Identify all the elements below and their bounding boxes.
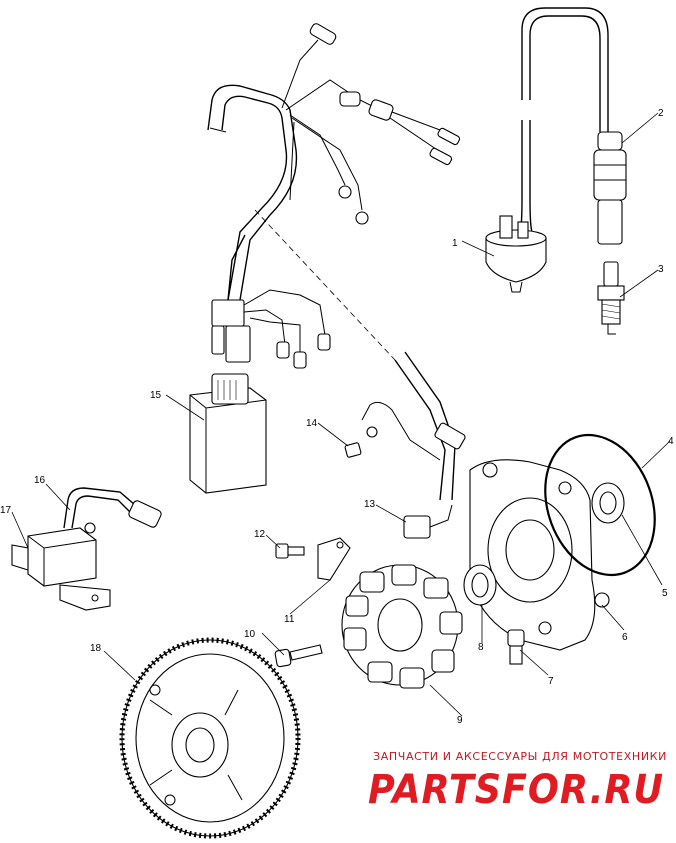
voltage-regulator <box>11 487 162 611</box>
ignition-coil <box>485 215 547 293</box>
stator <box>341 564 463 689</box>
stator-housing <box>469 459 610 651</box>
callout-2: 2 <box>658 108 664 119</box>
callout-4: 4 <box>668 436 674 447</box>
wire-clamp <box>317 537 351 581</box>
watermark-tagline: ЗАПЧАСТИ И АКСЕССУАРЫ ДЛЯ МОТОТЕХНИКИ <box>373 751 667 763</box>
callout-17: 17 <box>0 505 12 516</box>
callout-18: 18 <box>90 643 102 654</box>
flywheel <box>119 637 301 839</box>
callout-1: 1 <box>452 238 458 249</box>
callout-16: 16 <box>34 475 46 486</box>
callout-8: 8 <box>478 642 484 653</box>
callout-3: 3 <box>658 264 664 275</box>
pickup-sensor <box>344 351 466 539</box>
spark-plug <box>597 261 625 335</box>
watermark: ЗАПЧАСТИ И АКСЕССУАРЫ ДЛЯ МОТОТЕХНИКИ PA… <box>368 751 667 813</box>
screw-10 <box>274 644 323 668</box>
watermark-brand: PARTSFOR.RU <box>368 767 664 813</box>
cdi-box <box>189 373 267 494</box>
leader-lines <box>11 112 671 717</box>
callout-15: 15 <box>150 390 162 401</box>
callout-14: 14 <box>306 418 318 429</box>
oil-seal-large <box>591 482 625 524</box>
screw-12 <box>275 543 305 559</box>
callout-10: 10 <box>244 629 256 640</box>
callout-11: 11 <box>284 614 295 625</box>
callout-9: 9 <box>457 715 463 726</box>
callout-13: 13 <box>364 499 376 510</box>
wiring-harness <box>207 23 461 369</box>
screw-7 <box>507 629 525 665</box>
spark-plug-cap <box>593 131 627 245</box>
callout-5: 5 <box>662 588 668 599</box>
callout-12: 12 <box>254 529 266 540</box>
callouts: 1 2 3 4 5 6 7 8 9 10 11 12 13 14 15 16 1… <box>0 108 674 726</box>
o-ring <box>544 433 656 577</box>
routing-line <box>254 209 396 361</box>
oil-seal-small <box>463 564 497 606</box>
spark-plug-wire <box>519 7 609 233</box>
callout-7: 7 <box>548 676 554 687</box>
callout-6: 6 <box>622 632 628 643</box>
